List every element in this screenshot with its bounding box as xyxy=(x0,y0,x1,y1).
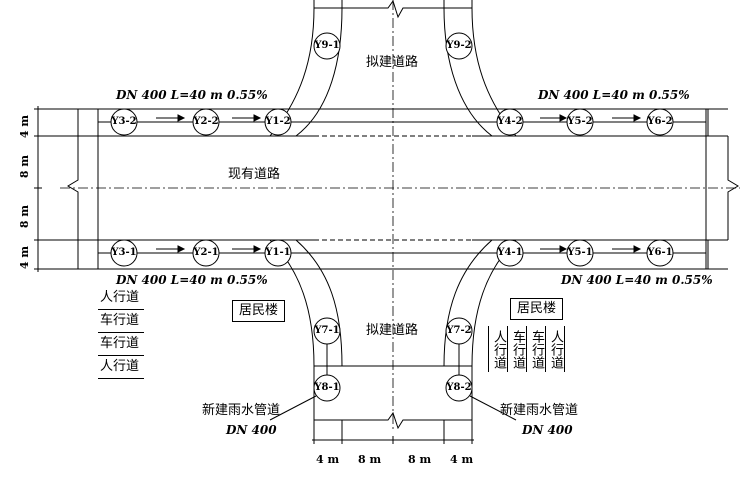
manhole-label: Y5-2 xyxy=(567,116,593,127)
residential-building-label: 居民楼 xyxy=(232,300,286,322)
manhole-label: Y8-2 xyxy=(446,382,472,393)
cross-section-legend-right: 人行道 车行道 车行道 人行道 xyxy=(488,326,565,372)
dimension-label: 8 m xyxy=(408,453,432,466)
new-pipe-dn-label: DN 400 xyxy=(226,423,277,437)
left-dimension-line xyxy=(34,106,42,272)
manhole-label: Y2-2 xyxy=(193,116,219,127)
leader-lines xyxy=(269,395,517,421)
manhole-Y6-2 xyxy=(646,108,674,136)
planned-road-south xyxy=(269,239,517,440)
legend-item: 车行道 xyxy=(526,326,545,372)
legend-item: 车行道 xyxy=(98,333,144,356)
manhole-Y5-2 xyxy=(566,108,594,136)
legend-item: 人行道 xyxy=(488,326,507,372)
pipe-spec-label: DN 400 L=40 m 0.55% xyxy=(116,273,268,287)
dimension-label: 4 m xyxy=(18,246,31,270)
manhole-Y2-2 xyxy=(192,108,220,136)
legend-item: 车行道 xyxy=(98,310,144,333)
manhole-label: Y4-2 xyxy=(497,116,523,127)
manhole-Y7-1 xyxy=(313,317,341,345)
manhole-label: Y9-1 xyxy=(314,40,340,51)
manhole-Y7-2 xyxy=(445,317,473,345)
legend-item: 人行道 xyxy=(98,287,144,310)
dimension-label: 4 m xyxy=(316,453,340,466)
manholes xyxy=(110,32,674,402)
manhole-label: Y5-1 xyxy=(567,247,593,258)
planned-road-north xyxy=(269,0,517,137)
manhole-Y1-1 xyxy=(264,239,292,267)
manhole-label: Y3-1 xyxy=(111,247,137,258)
new-pipe-label: 新建雨水管道 xyxy=(202,403,281,418)
dimension-label: 8 m xyxy=(18,155,31,179)
new-pipe-label: 新建雨水管道 xyxy=(500,403,579,418)
manhole-Y9-2 xyxy=(445,32,473,60)
planned-road-label: 拟建道路 xyxy=(366,55,419,70)
manhole-label: Y9-2 xyxy=(446,40,472,51)
existing-road-edges xyxy=(38,108,728,270)
manhole-Y6-1 xyxy=(646,239,674,267)
manhole-label: Y6-1 xyxy=(647,247,673,258)
manhole-Y4-1 xyxy=(496,239,524,267)
dimension-label: 8 m xyxy=(358,453,382,466)
manhole-Y8-2 xyxy=(445,374,473,402)
residential-building-label: 居民楼 xyxy=(510,298,564,320)
manhole-label: Y6-2 xyxy=(647,116,673,127)
manhole-Y1-2 xyxy=(264,108,292,136)
dimension-label: 4 m xyxy=(450,453,474,466)
manhole-label: Y7-2 xyxy=(446,325,472,336)
legend-item: 人行道 xyxy=(98,356,144,379)
new-pipe-dn-label: DN 400 xyxy=(522,423,573,437)
manhole-label: Y7-1 xyxy=(314,325,340,336)
pipe-spec-label: DN 400 L=40 m 0.55% xyxy=(561,273,713,287)
planned-road-label: 拟建道路 xyxy=(366,323,419,338)
manhole-Y4-2 xyxy=(496,108,524,136)
manhole-Y3-1 xyxy=(110,239,138,267)
pipe-spec-label: DN 400 L=40 m 0.55% xyxy=(116,88,268,102)
manhole-label: Y1-2 xyxy=(265,116,291,127)
manhole-label: Y1-1 xyxy=(265,247,291,258)
manhole-Y2-1 xyxy=(192,239,220,267)
break-symbols xyxy=(67,136,739,240)
flow-arrows xyxy=(156,114,642,253)
pipe-spec-label: DN 400 L=40 m 0.55% xyxy=(538,88,690,102)
existing-road-label: 现有道路 xyxy=(228,167,281,182)
manhole-Y5-1 xyxy=(566,239,594,267)
manhole-label: Y8-1 xyxy=(314,382,340,393)
manhole-Y8-1 xyxy=(313,374,341,402)
bottom-dimension-line xyxy=(312,436,474,444)
manhole-Y9-1 xyxy=(313,32,341,60)
manhole-label: Y2-1 xyxy=(193,247,219,258)
cross-section-legend-left: 人行道 车行道 车行道 人行道 xyxy=(98,287,144,379)
legend-item: 人行道 xyxy=(545,326,565,372)
manhole-Y3-2 xyxy=(110,108,138,136)
intersection-dashed xyxy=(314,108,472,270)
manhole-label: Y3-2 xyxy=(111,116,137,127)
dimension-label: 4 m xyxy=(18,115,31,139)
centerlines xyxy=(60,0,740,430)
legend-item: 车行道 xyxy=(507,326,526,372)
manhole-label: Y4-1 xyxy=(497,247,523,258)
dimension-label: 8 m xyxy=(18,205,31,229)
